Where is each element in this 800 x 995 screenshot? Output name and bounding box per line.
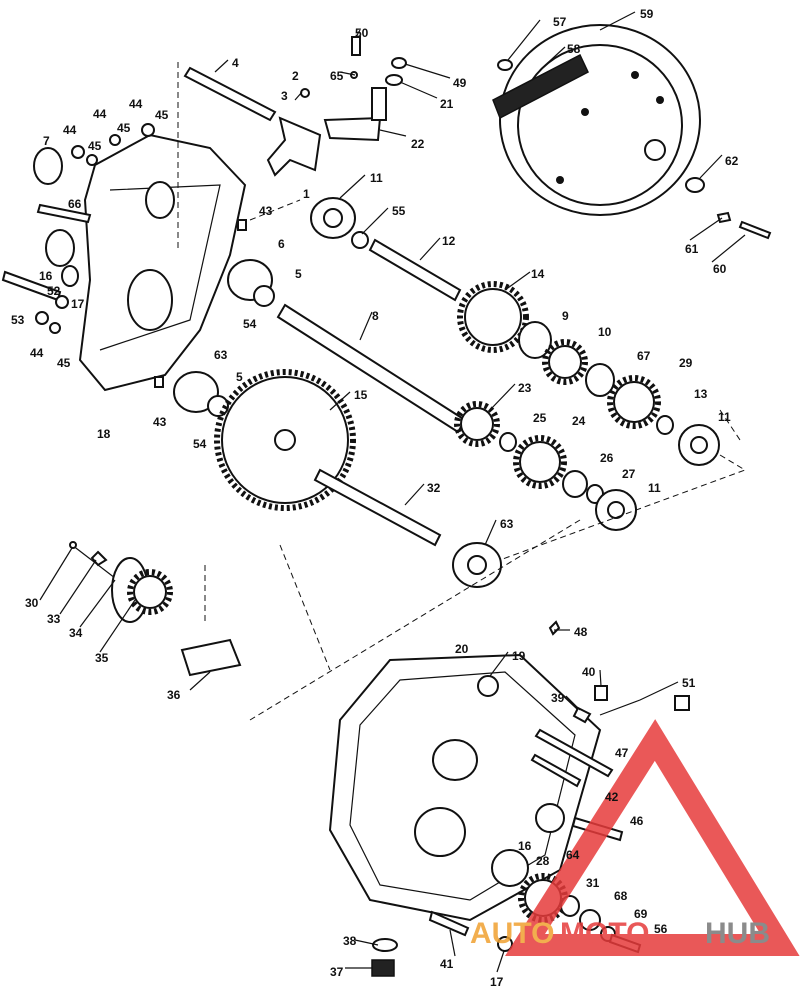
- callout-25: 25: [533, 411, 547, 425]
- callout-67: 67: [637, 349, 651, 363]
- callout-5: 5: [236, 370, 243, 384]
- callout-30: 30: [25, 596, 39, 610]
- callout-69: 69: [634, 907, 648, 921]
- callout-50: 50: [355, 26, 369, 40]
- callout-41: 41: [440, 957, 454, 971]
- callout-14: 14: [531, 267, 545, 281]
- callout-11: 11: [718, 410, 731, 424]
- callout-11: 11: [648, 481, 661, 495]
- callout-7: 7: [43, 134, 50, 148]
- callout-66: 66: [68, 197, 82, 211]
- callout-51: 51: [682, 676, 696, 690]
- callout-45: 45: [117, 121, 131, 135]
- left-housing: [1, 123, 247, 392]
- callout-39: 39: [551, 691, 565, 705]
- callout-40: 40: [582, 665, 596, 679]
- callout-63: 63: [214, 348, 228, 362]
- callout-44: 44: [30, 346, 44, 360]
- callout-37: 37: [330, 965, 344, 979]
- callout-62: 62: [725, 154, 739, 168]
- sprocket-chain-assembly: [69, 541, 242, 677]
- callout-45: 45: [155, 108, 169, 122]
- callout-54: 54: [243, 317, 257, 331]
- callout-56: 56: [654, 922, 668, 936]
- callout-16: 16: [39, 269, 53, 283]
- callout-11: 11: [370, 171, 383, 185]
- callout-68: 68: [614, 889, 628, 903]
- callout-21: 21: [440, 97, 454, 111]
- callout-27: 27: [622, 467, 636, 481]
- callout-47: 47: [615, 746, 629, 760]
- callout-36: 36: [167, 688, 181, 702]
- watermark-moto: MOTO: [560, 917, 649, 950]
- callout-28: 28: [536, 854, 550, 868]
- callout-38: 38: [343, 934, 357, 948]
- callout-43: 43: [153, 415, 167, 429]
- leader-lines: [39, 11, 747, 973]
- callout-35: 35: [95, 651, 109, 665]
- watermark-triangle: [504, 719, 800, 956]
- callout-3: 3: [281, 89, 288, 103]
- callout-29: 29: [679, 356, 693, 370]
- callout-46: 46: [630, 814, 644, 828]
- callout-64: 64: [566, 848, 580, 862]
- callout-23: 23: [518, 381, 532, 395]
- callout-24: 24: [572, 414, 586, 428]
- callout-60: 60: [713, 262, 727, 276]
- callout-10: 10: [598, 325, 612, 339]
- callout-65: 65: [330, 69, 344, 83]
- shift-fork-assembly: [183, 36, 407, 177]
- callout-26: 26: [600, 451, 614, 465]
- callout-34: 34: [69, 626, 83, 640]
- callout-61: 61: [685, 242, 699, 256]
- callout-15: 15: [354, 388, 368, 402]
- callout-52: 52: [47, 284, 61, 298]
- callout-20: 20: [455, 642, 469, 656]
- callout-57: 57: [553, 15, 567, 29]
- callout-42: 42: [605, 790, 619, 804]
- callout-49: 49: [453, 76, 467, 90]
- callout-45: 45: [57, 356, 71, 370]
- callout-43: 43: [259, 204, 273, 218]
- callout-9: 9: [562, 309, 569, 323]
- callout-8: 8: [372, 309, 379, 323]
- callout-44: 44: [129, 97, 143, 111]
- callout-63: 63: [500, 517, 514, 531]
- gear-train: [173, 197, 720, 588]
- callout-32: 32: [427, 481, 441, 495]
- callout-17: 17: [71, 297, 85, 311]
- brake-drum-assembly: [492, 24, 772, 240]
- callout-55: 55: [392, 204, 406, 218]
- callout-1: 1: [303, 187, 310, 201]
- callout-13: 13: [694, 387, 708, 401]
- callout-5: 5: [295, 267, 302, 281]
- callout-59: 59: [640, 7, 654, 21]
- callout-45: 45: [88, 139, 102, 153]
- callout-17: 17: [490, 975, 504, 989]
- callout-12: 12: [442, 234, 456, 248]
- watermark-auto: AUTO: [470, 917, 554, 950]
- callout-44: 44: [63, 123, 77, 137]
- callout-53: 53: [11, 313, 25, 327]
- callout-58: 58: [567, 42, 581, 56]
- callout-18: 18: [97, 427, 111, 441]
- callout-22: 22: [411, 137, 425, 151]
- callout-31: 31: [586, 876, 600, 890]
- callout-19: 19: [512, 649, 526, 663]
- callout-48: 48: [574, 625, 588, 639]
- callout-2: 2: [292, 69, 299, 83]
- callout-44: 44: [93, 107, 107, 121]
- callout-33: 33: [47, 612, 61, 626]
- watermark-hub: HUB: [705, 917, 770, 950]
- callout-54: 54: [193, 437, 207, 451]
- callout-16: 16: [518, 839, 532, 853]
- callout-6: 6: [278, 237, 285, 251]
- watermark-logo: AUTO MOTO HUB: [470, 719, 800, 956]
- callout-4: 4: [232, 56, 239, 70]
